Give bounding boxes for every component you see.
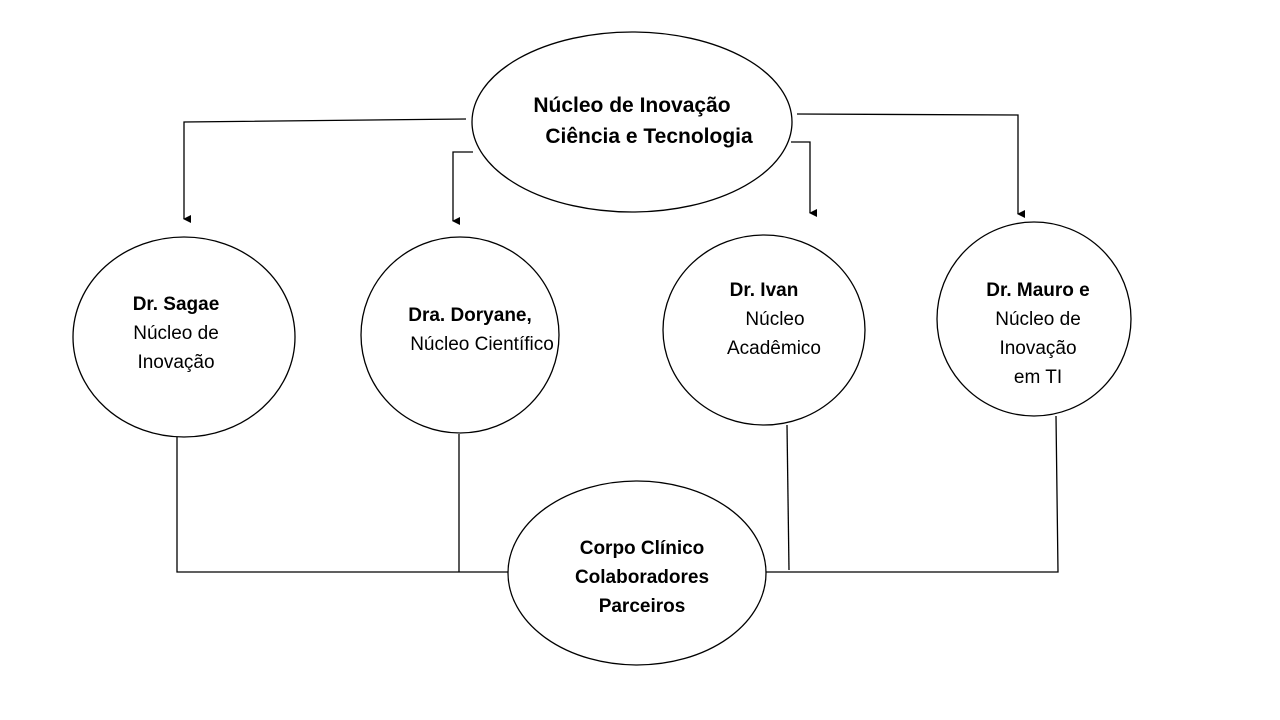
top-node-ellipse (471, 31, 793, 213)
node-line2-sagae: Núcleo de (133, 322, 219, 344)
top-node-line1: Núcleo de Inovação (533, 94, 731, 117)
bottom-node-ellipse (507, 480, 767, 666)
connector-top-to-doryane (452, 151, 473, 225)
bottom-node-line1: Corpo Clínico (579, 537, 705, 559)
node-line2-ivan: Núcleo (745, 308, 805, 330)
connector-ivan-down (786, 424, 790, 571)
bottom-node-line2: Colaboradores (574, 566, 710, 588)
bottom-node-line3: Parceiros (598, 595, 686, 617)
top-node-label: Núcleo de Inovação Ciência e Tecnologia (472, 76, 792, 166)
connector-mauro-to-bottom (766, 415, 1059, 573)
node-line4-mauro: em TI (1013, 367, 1063, 388)
node-label-ivan: Dr. Ivan Núcleo Acadêmico (672, 274, 856, 364)
top-node-line2: Ciência e Tecnologia (545, 125, 753, 148)
connector-top-to-mauro (796, 113, 1025, 218)
node-circle-sagae (72, 236, 296, 438)
node-line3-mauro: Inovação (999, 338, 1077, 359)
node-label-doryane: Dra. Doryane, Núcleo Científico (370, 300, 570, 360)
node-name-mauro: Dr. Mauro e (986, 280, 1090, 301)
node-line3-sagae: Inovação (137, 351, 215, 373)
node-circle-ivan (662, 234, 866, 426)
node-name-doryane: Dra. Doryane, (408, 305, 532, 326)
node-label-mauro: Dr. Mauro e Núcleo de Inovação em TI (948, 274, 1128, 394)
connector-top-to-ivan (791, 141, 817, 217)
node-line2-doryane: Núcleo Científico (410, 334, 554, 355)
node-name-ivan: Dr. Ivan (729, 279, 799, 301)
connector-top-to-sagae (183, 118, 467, 223)
bottom-node-label: Corpo Clínico Colaboradores Parceiros (532, 532, 752, 622)
node-line2-mauro: Núcleo de (995, 309, 1081, 330)
node-line3-ivan: Acadêmico (727, 337, 821, 359)
node-label-sagae: Dr. Sagae Núcleo de Inovação (84, 283, 268, 383)
node-circle-mauro (936, 221, 1132, 417)
connector-sagae-to-bottom (176, 437, 508, 573)
node-name-sagae: Dr. Sagae (132, 293, 220, 315)
node-circle-doryane (360, 236, 560, 434)
